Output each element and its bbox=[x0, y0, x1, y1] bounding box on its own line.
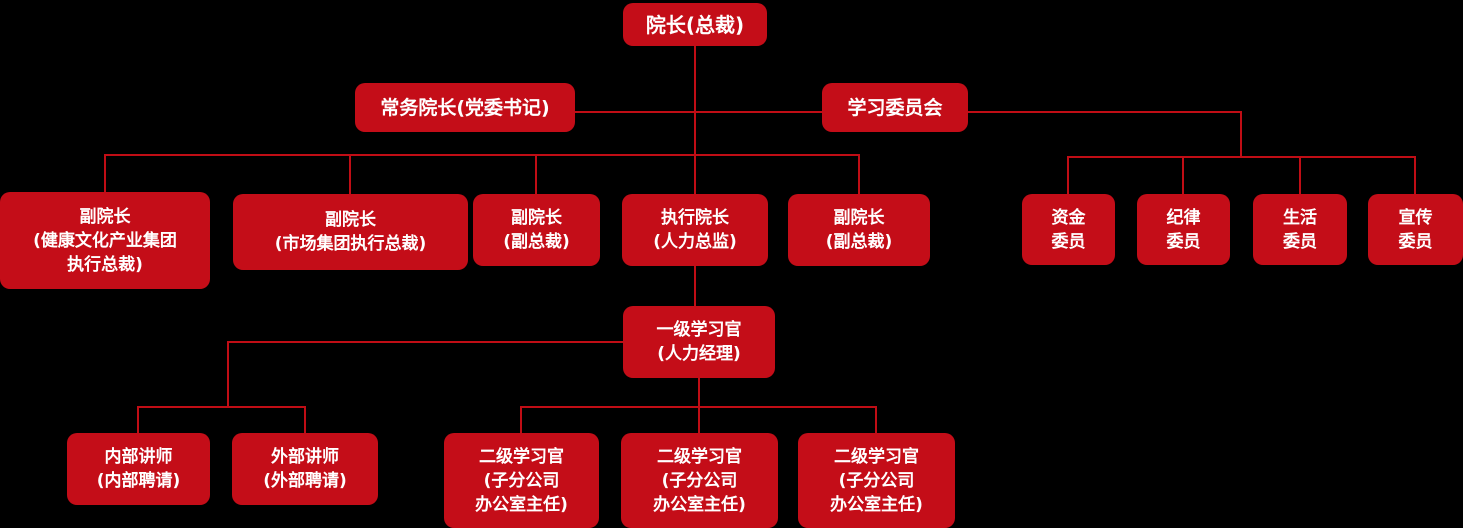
org-node-executive-dean: 常务院长(党委书记) bbox=[355, 83, 575, 132]
connector-l1-officer-down bbox=[698, 378, 700, 433]
org-node-vp-deputy-2: 副院长 (副总裁) bbox=[788, 194, 930, 266]
connector-teachers-branch bbox=[227, 341, 623, 343]
org-node-label: 宣传 委员 bbox=[1398, 207, 1433, 252]
org-node-label: 副院长 (健康文化产业集团 执行总裁) bbox=[33, 206, 177, 275]
connector-drop-external bbox=[304, 408, 306, 433]
connector-drop-publicity bbox=[1414, 158, 1416, 194]
connector-drop-vp-health bbox=[104, 156, 106, 192]
org-node-exec-dean-hr: 执行院长 (人力总监) bbox=[622, 194, 768, 266]
org-node-label: 二级学习官 (子分公司 办公室主任) bbox=[653, 446, 746, 515]
org-node-label: 一级学习官 (人力经理) bbox=[656, 320, 742, 364]
org-node-external-teacher: 外部讲师 (外部聘请) bbox=[232, 433, 378, 505]
org-node-internal-teacher: 内部讲师 (内部聘请) bbox=[67, 433, 210, 505]
connector-drop-vp-market bbox=[349, 156, 351, 194]
org-node-l2-learning-officer-2: 二级学习官 (子分公司 办公室主任) bbox=[621, 433, 778, 528]
org-node-label: 资金 委员 bbox=[1051, 207, 1086, 252]
org-node-label: 副院长 (副总裁) bbox=[503, 208, 570, 252]
connector-drop-l2-officer-3 bbox=[875, 408, 877, 433]
org-node-vp-health-culture: 副院长 (健康文化产业集团 执行总裁) bbox=[0, 192, 210, 289]
org-node-label: 执行院长 (人力总监) bbox=[653, 208, 737, 252]
org-node-life-member: 生活 委员 bbox=[1253, 194, 1347, 265]
org-node-president: 院长(总裁) bbox=[623, 3, 767, 46]
connector-teachers-rail bbox=[137, 406, 306, 408]
connector-level3-rail bbox=[104, 154, 860, 156]
org-node-label: 二级学习官 (子分公司 办公室主任) bbox=[830, 446, 923, 515]
connector-committee-vertical bbox=[1240, 111, 1242, 156]
connector-teachers-vertical bbox=[227, 341, 229, 407]
connector-drop-discipline bbox=[1182, 158, 1184, 194]
connector-drop-vp-deputy-2 bbox=[858, 156, 860, 194]
org-node-label: 学习委员会 bbox=[847, 96, 943, 119]
connector-committee-rail bbox=[1067, 156, 1416, 158]
connector-drop-vp-deputy-1 bbox=[535, 156, 537, 194]
connector-exec-to-l1-officer bbox=[694, 266, 696, 306]
org-node-label: 二级学习官 (子分公司 办公室主任) bbox=[475, 446, 568, 515]
org-node-label: 副院长 (副总裁) bbox=[825, 208, 893, 252]
org-node-label: 常务院长(党委书记) bbox=[380, 96, 550, 119]
org-node-label: 院长(总裁) bbox=[645, 12, 745, 37]
org-node-study-committee: 学习委员会 bbox=[822, 83, 968, 132]
connector-drop-fund bbox=[1067, 158, 1069, 194]
connector-drop-l2-officer-1 bbox=[520, 408, 522, 433]
org-node-l2-learning-officer-1: 二级学习官 (子分公司 办公室主任) bbox=[444, 433, 599, 528]
connector-trunk bbox=[694, 46, 696, 194]
org-node-vp-market-group: 副院长 (市场集团执行总裁) bbox=[233, 194, 468, 270]
org-node-label: 生活 委员 bbox=[1283, 207, 1317, 252]
connector-committee-stub bbox=[968, 111, 1242, 113]
connector-l2-officers-rail bbox=[520, 406, 877, 408]
org-node-label: 内部讲师 (内部聘请) bbox=[96, 447, 181, 491]
org-node-discipline-member: 纪律 委员 bbox=[1137, 194, 1230, 265]
org-node-l1-learning-officer: 一级学习官 (人力经理) bbox=[623, 306, 775, 378]
connector-level2-rail bbox=[575, 111, 823, 113]
connector-drop-life bbox=[1299, 158, 1301, 194]
org-node-label: 副院长 (市场集团执行总裁) bbox=[274, 210, 427, 254]
org-node-vp-deputy-1: 副院长 (副总裁) bbox=[473, 194, 600, 266]
org-node-fund-member: 资金 委员 bbox=[1022, 194, 1115, 265]
org-node-label: 外部讲师 (外部聘请) bbox=[263, 447, 347, 491]
org-node-l2-learning-officer-3: 二级学习官 (子分公司 办公室主任) bbox=[798, 433, 955, 528]
connector-drop-internal bbox=[137, 408, 139, 433]
org-node-publicity-member: 宣传 委员 bbox=[1368, 194, 1463, 265]
org-node-label: 纪律 委员 bbox=[1166, 207, 1201, 252]
